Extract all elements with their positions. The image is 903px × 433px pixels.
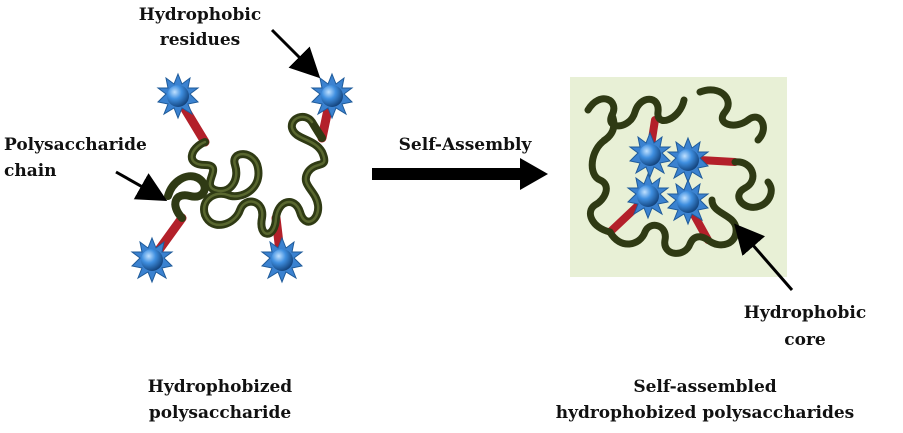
pointer-arrow-residues — [270, 28, 321, 79]
label-polysaccharide-chain-line1: Polysaccharide — [4, 135, 147, 155]
label-polysaccharide-chain-line2: chain — [4, 161, 57, 181]
hydrophobized-polysaccharide-molecule — [131, 73, 353, 283]
caption-left-line2: polysaccharide — [149, 403, 292, 423]
label-self-assembly: Self-Assembly — [399, 135, 533, 155]
caption-right-line2: hydrophobized polysaccharides — [556, 403, 855, 423]
hydrophobic-residue-icon — [261, 237, 303, 283]
pointer-arrow-chain — [115, 170, 168, 201]
caption-right-line1: Self-assembled — [633, 377, 776, 397]
self-assembly-arrow — [372, 158, 548, 190]
caption-left-line1: Hydrophobized — [148, 377, 293, 397]
pointer-arrow-core — [734, 223, 794, 291]
hydrophobic-residue-icon — [311, 73, 353, 119]
label-hydrophobic-residues-line1: Hydrophobic — [139, 5, 261, 25]
hydrophobic-residue-icon — [157, 73, 199, 119]
label-hydrophobic-core-line1: Hydrophobic — [744, 303, 866, 323]
polysaccharide-chain-strand — [164, 112, 329, 238]
label-hydrophobic-core-line2: core — [784, 330, 826, 350]
label-hydrophobic-residues-line2: residues — [160, 30, 240, 50]
